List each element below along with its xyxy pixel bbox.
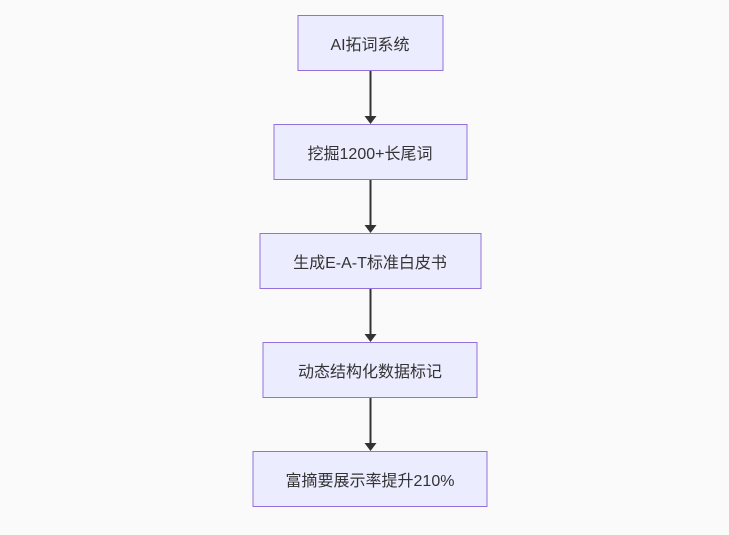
flow-node-step-1: AI拓词系统	[297, 15, 443, 71]
edge-line	[369, 289, 371, 334]
flow-node-label: 富摘要展示率提升210%	[285, 473, 455, 490]
flow-edge-2-3	[364, 180, 376, 233]
flow-node-label: AI拓词系统	[330, 37, 410, 54]
flow-node-step-4: 动态结构化数据标记	[262, 342, 478, 398]
arrowhead-down-icon	[364, 334, 376, 342]
flow-edge-1-2	[364, 71, 376, 124]
flow-node-step-2: 挖掘1200+长尾词	[273, 124, 467, 180]
arrowhead-down-icon	[364, 225, 376, 233]
flow-edge-4-5	[364, 398, 376, 451]
flow-edge-3-4	[364, 289, 376, 342]
flow-node-step-3: 生成E-A-T标准白皮书	[259, 233, 481, 289]
arrowhead-down-icon	[364, 116, 376, 124]
edge-line	[369, 71, 371, 116]
edge-line	[369, 398, 371, 443]
flow-node-label: 生成E-A-T标准白皮书	[293, 255, 447, 272]
flow-node-label: 动态结构化数据标记	[297, 364, 442, 381]
arrowhead-down-icon	[364, 443, 376, 451]
flowchart: AI拓词系统 挖掘1200+长尾词 生成E-A-T标准白皮书 动态结构化数据标记…	[252, 15, 488, 507]
edge-line	[369, 180, 371, 225]
flow-node-step-5: 富摘要展示率提升210%	[252, 451, 488, 507]
flow-node-label: 挖掘1200+长尾词	[307, 146, 433, 163]
